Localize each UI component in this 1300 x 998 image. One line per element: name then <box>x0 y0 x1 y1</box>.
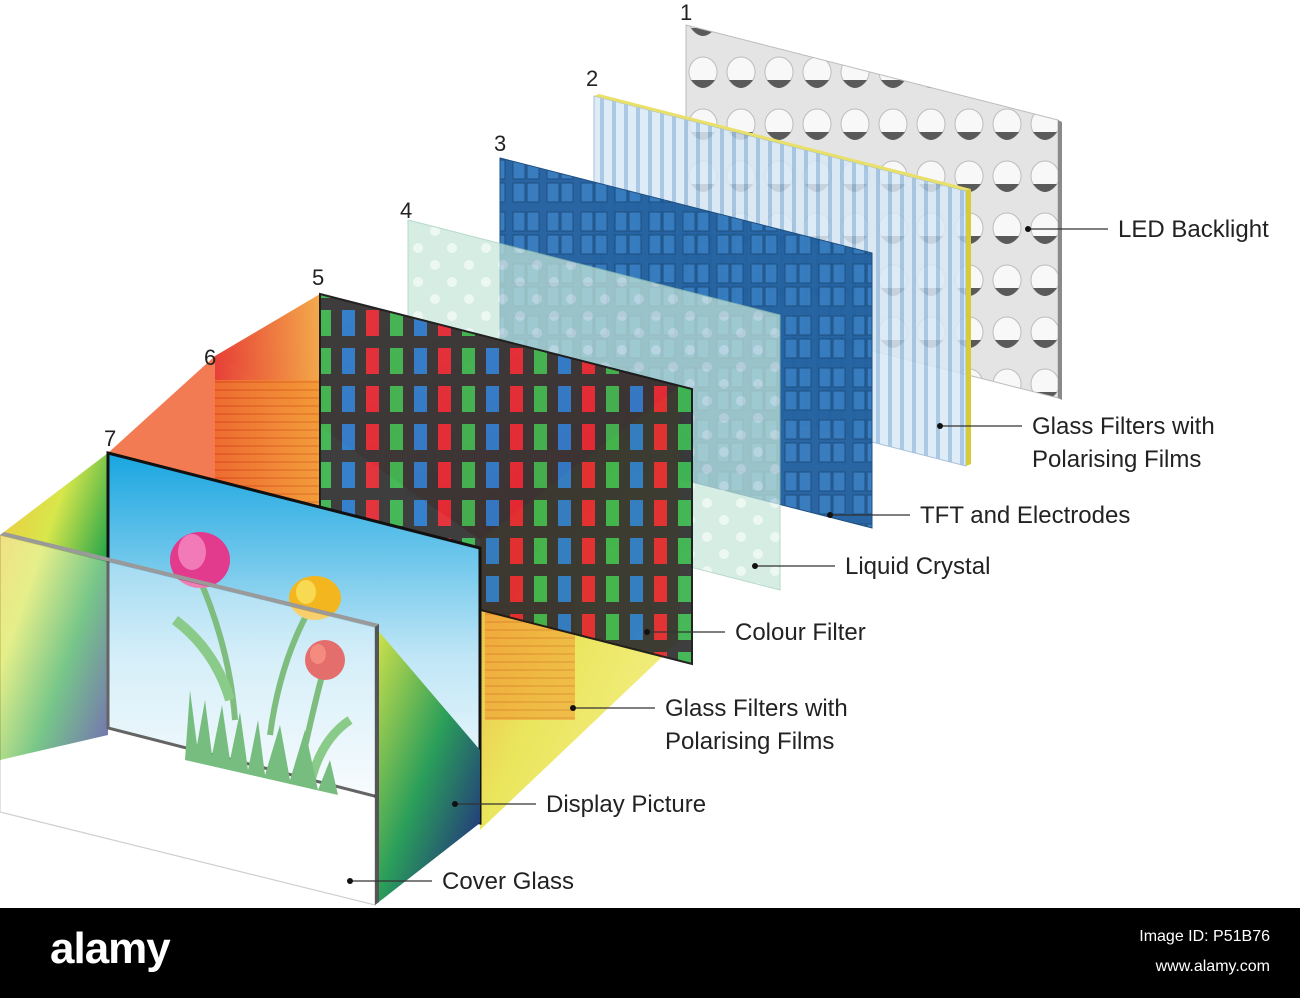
label-glass-filters-back-line1: Glass Filters with <box>1032 413 1215 440</box>
layer-number-6: 6 <box>204 345 216 370</box>
layer-number-2: 2 <box>586 66 598 91</box>
label-display-picture: Display Picture <box>546 791 706 818</box>
label-liquid-crystal: Liquid Crystal <box>845 553 990 580</box>
cover-glass-panel <box>0 532 480 906</box>
label-cover-glass: Cover Glass <box>442 868 574 895</box>
layer-number-7: 7 <box>104 426 116 451</box>
label-glass-filters-back-line2: Polarising Films <box>1032 446 1201 473</box>
layer-number-3: 3 <box>494 131 506 156</box>
layer-number-5: 5 <box>312 265 324 290</box>
tulip-flowers-image <box>170 532 353 795</box>
layer-number-1: 1 <box>680 0 692 25</box>
label-colour-filter: Colour Filter <box>735 619 866 646</box>
lcd-layers-diagram: 1 2 3 4 5 6 7 LED Backlight Glass Filter… <box>0 0 1269 906</box>
site-url-text: www.alamy.com <box>1155 958 1270 975</box>
label-glass-filters-front-line2: Polarising Films <box>665 728 834 755</box>
image-id-text: Image ID: P51B76 <box>1139 928 1270 945</box>
watermark-footer: alamy Image ID: P51B76 www.alamy.com <box>0 908 1300 998</box>
leader-lines <box>347 226 1108 884</box>
label-led-backlight: LED Backlight <box>1118 216 1269 243</box>
label-glass-filters-front-line1: Glass Filters with <box>665 695 848 722</box>
brand-logo: alamy <box>50 924 171 973</box>
layer-number-4: 4 <box>400 198 412 223</box>
label-tft-electrodes: TFT and Electrodes <box>920 502 1130 529</box>
